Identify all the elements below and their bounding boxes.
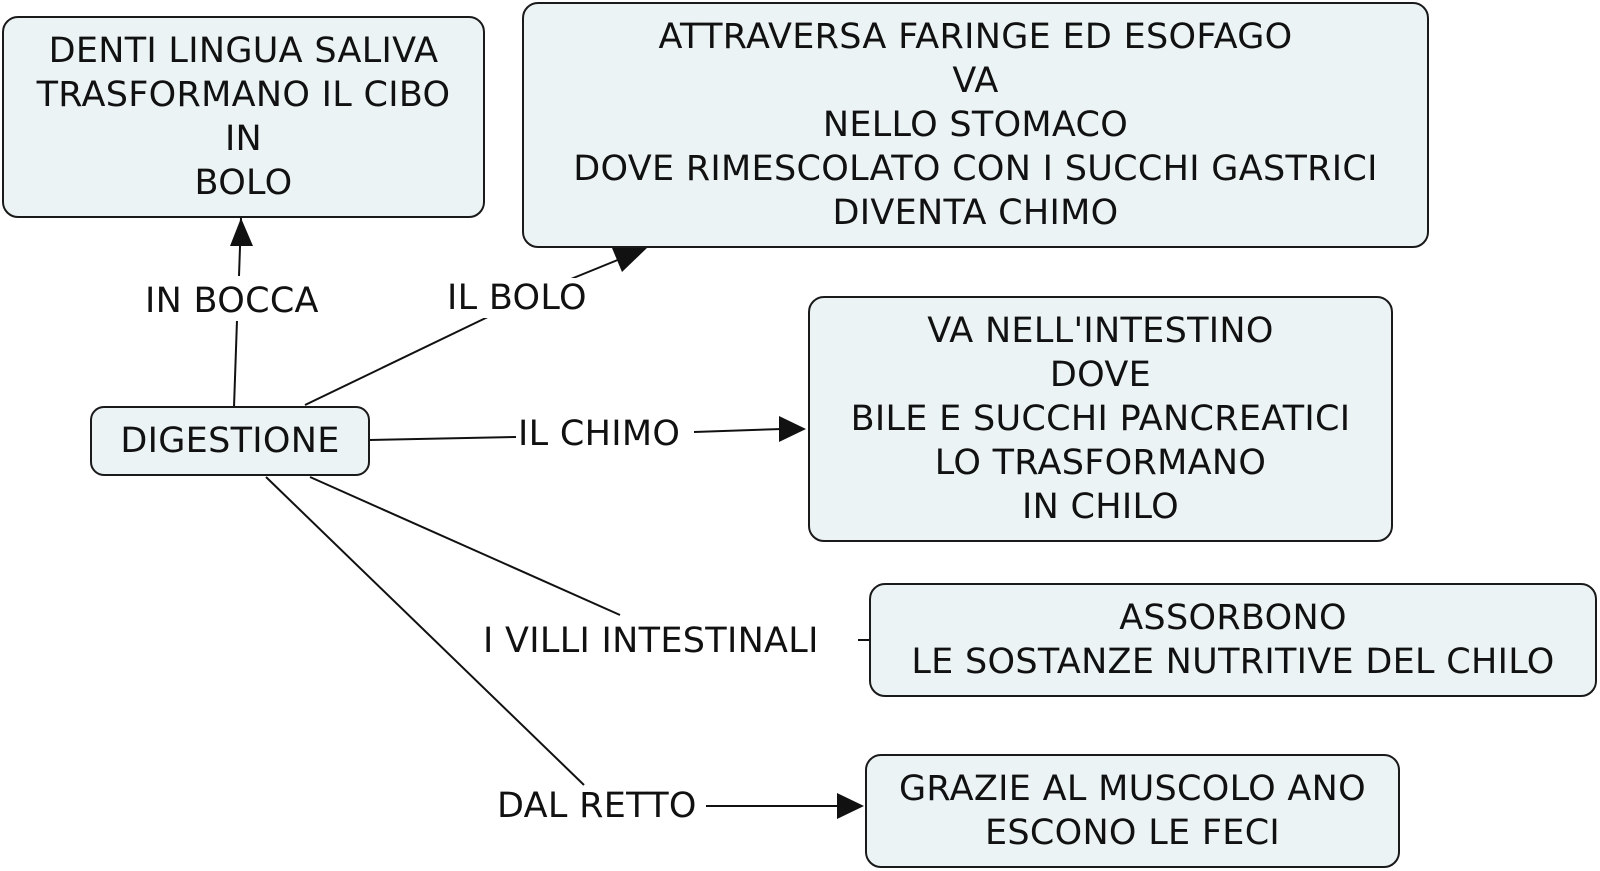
concept-box-intestino[interactable]: VA NELL'INTESTINO DOVE BILE E SUCCHI PAN…: [808, 296, 1393, 542]
concept-box-stomaco[interactable]: ATTRAVERSA FARINGE ED ESOFAGO VA NELLO S…: [522, 2, 1429, 248]
edge-root-to-in-bocca: [233, 319, 238, 408]
box-line: ASSORBONO: [1119, 598, 1347, 638]
concept-box-bocca[interactable]: DENTI LINGUA SALIVA TRASFORMANO IL CIBO …: [2, 16, 485, 218]
box-line: DENTI LINGUA SALIVA: [48, 31, 439, 71]
link-label-i-villi: I VILLI INTESTINALI: [481, 621, 821, 661]
link-label-dal-retto: DAL RETTO: [495, 786, 699, 826]
box-line: NELLO STOMACO: [822, 105, 1129, 145]
box-line: IN: [224, 119, 263, 159]
box-line: TRASFORMANO IL CIBO: [36, 75, 451, 115]
arrow-il-bolo-to-box: [565, 256, 626, 282]
box-line: BILE E SUCCHI PANCREATICI: [850, 399, 1351, 439]
root-node-label: DIGESTIONE: [120, 421, 340, 461]
concept-box-villi[interactable]: ASSORBONO LE SOSTANZE NUTRITIVE DEL CHIL…: [869, 583, 1597, 697]
link-label-in-bocca: IN BOCCA: [143, 281, 321, 321]
arrowhead-dal-retto: [837, 793, 864, 819]
box-line: VA NELL'INTESTINO: [927, 311, 1274, 351]
edge-root-to-dal-retto: [265, 476, 585, 786]
box-line: LE SOSTANZE NUTRITIVE DEL CHILO: [911, 642, 1555, 682]
arrowhead-il-chimo: [779, 416, 806, 442]
edge-root-to-i-villi: [309, 476, 621, 616]
arrowhead-il-bolo: [612, 247, 648, 272]
arrowhead-in-bocca: [230, 218, 253, 246]
box-line: DIVENTA CHIMO: [832, 193, 1119, 233]
box-line: GRAZIE AL MUSCOLO ANO: [899, 769, 1366, 809]
box-line: IN CHILO: [1022, 487, 1179, 527]
concept-box-retto[interactable]: GRAZIE AL MUSCOLO ANO ESCONO LE FECI: [865, 754, 1400, 868]
box-line: DOVE RIMESCOLATO CON I SUCCHI GASTRICI: [573, 149, 1378, 189]
edge-root-to-il-bolo: [304, 313, 495, 406]
box-line: DOVE: [1049, 355, 1152, 395]
link-label-il-bolo: IL BOLO: [445, 278, 589, 318]
root-node-digestione[interactable]: DIGESTIONE: [90, 406, 370, 476]
box-line: ESCONO LE FECI: [984, 813, 1281, 853]
edge-root-to-il-chimo: [368, 436, 517, 441]
arrow-il-chimo-to-box: [693, 428, 783, 433]
box-line: BOLO: [194, 163, 293, 203]
link-label-il-chimo: IL CHIMO: [516, 414, 683, 454]
box-line: VA: [952, 61, 999, 101]
box-line: ATTRAVERSA FARINGE ED ESOFAGO: [658, 17, 1293, 57]
box-line: LO TRASFORMANO: [934, 443, 1267, 483]
